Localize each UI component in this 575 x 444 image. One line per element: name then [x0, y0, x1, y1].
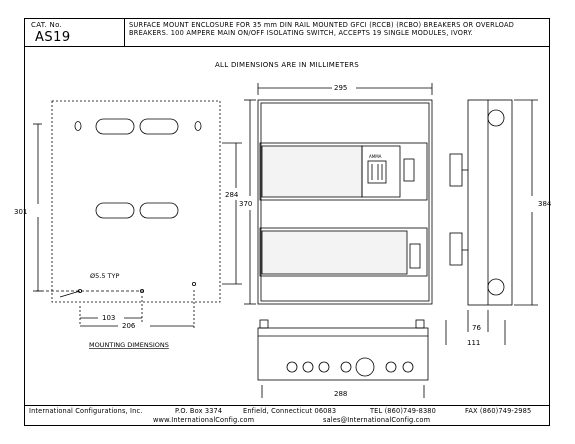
dim-hole-spacing: 103 [102, 314, 115, 322]
main-switch [361, 145, 401, 198]
catalog-number-label: CAT. No. [31, 21, 63, 29]
fax: FAX (860)749-2985 [465, 407, 532, 415]
bottom-view [257, 319, 429, 398]
city: Enfield, Connecticut 06083 [243, 407, 337, 415]
mounting-slot [95, 202, 135, 219]
units-note: ALL DIMENSIONS ARE IN MILLIMETERS [214, 61, 360, 69]
website-link[interactable]: www.InternationalConfig.com [153, 416, 255, 424]
mounting-caption: MOUNTING DIMENSIONS [89, 341, 169, 349]
footer-contact-row: International Configurations, Inc. P.O. … [25, 405, 549, 415]
knockout-large [355, 357, 375, 377]
dim-bottom-width: 288 [334, 390, 347, 398]
enclosure-bottom [257, 327, 429, 381]
email-link[interactable]: sales@InternationalConfig.com [323, 416, 431, 424]
mounting-slot [139, 202, 179, 219]
switch-handle [367, 160, 387, 184]
knockout [302, 361, 314, 373]
keyhole-left [74, 121, 82, 131]
knockout [318, 361, 330, 373]
description-box: SURFACE MOUNT ENCLOSURE FOR 35 mm DIN RA… [125, 19, 549, 47]
dim-front-width: 295 [334, 84, 347, 92]
telephone: TEL (860)749-8380 [370, 407, 436, 415]
dim-inner-height: 284 [225, 191, 239, 199]
mounting-slot [95, 118, 135, 135]
product-description: SURFACE MOUNT ENCLOSURE FOR 35 mm DIN RA… [129, 21, 515, 38]
knockout [340, 361, 352, 373]
drawing-sheet: CAT. No. AS19 SURFACE MOUNT ENCLOSURE FO… [24, 18, 550, 426]
upper-module-row [259, 142, 428, 201]
dim-side-depth: 76 [472, 324, 481, 332]
lower-module-row [259, 227, 428, 277]
knockout [487, 278, 505, 296]
dim-front-height: 370 [239, 200, 252, 208]
dim-side-depth-total: 111 [467, 339, 480, 347]
mounting-plate-outline [51, 100, 221, 303]
dim-mounting-height: 301 [14, 208, 27, 216]
front-view [222, 83, 433, 305]
dim-mounting-width: 206 [122, 322, 136, 330]
po-box: P.O. Box 3374 [175, 407, 223, 415]
knockout [402, 361, 414, 373]
enclosure-side [467, 99, 513, 306]
knockout [487, 109, 505, 127]
enclosure-front [257, 99, 433, 305]
dim-side-height: 384 [538, 200, 552, 208]
mounting-hole [191, 281, 196, 286]
catalog-number: AS19 [35, 30, 71, 45]
footer-web-row: www.InternationalConfig.com sales@Intern… [25, 415, 549, 426]
hole-diameter-label: Ø5.5 TYP [90, 272, 119, 280]
side-view [445, 99, 538, 345]
switch-brand: AMMA [369, 154, 382, 159]
knockout [385, 361, 397, 373]
mounting-slot [139, 118, 179, 135]
knockout [286, 361, 298, 373]
keyhole-right [194, 121, 202, 131]
catalog-number-box: CAT. No. AS19 [25, 19, 125, 47]
hole-leader [59, 290, 81, 298]
mounting-view [33, 100, 221, 330]
company-name: International Configurations, Inc. [29, 407, 143, 415]
